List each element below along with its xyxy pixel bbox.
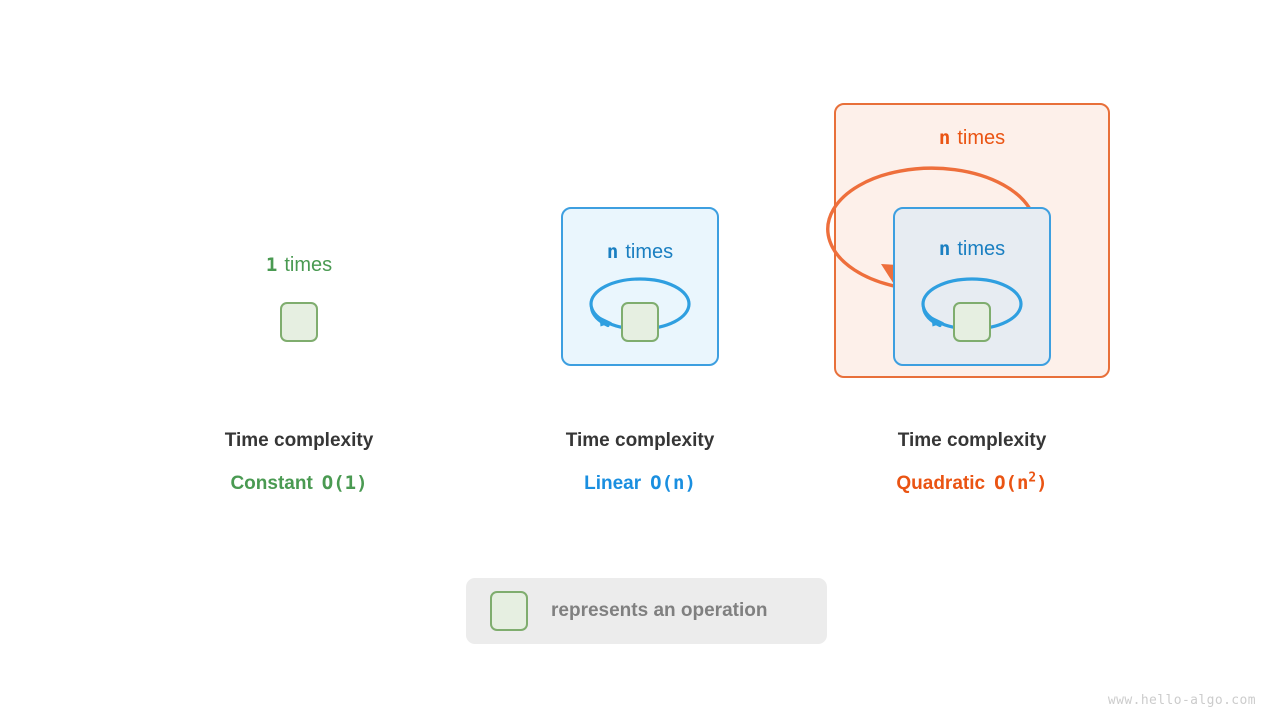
constant-loop-word: times [284,254,333,276]
complexity-name: Quadratic [896,473,986,494]
linear-loop-frame [561,207,719,366]
complexity-name: Linear [584,473,642,494]
caption-title: Time complexity [224,430,374,451]
operation-box-swatch [490,591,528,631]
operation-box [280,302,318,342]
caption-value: Linear O(n) [566,472,715,494]
caption-quadratic: Time complexity Quadratic O(n2) [896,431,1047,493]
quadratic-outer-loop-count: n [938,127,951,149]
complexity-bigo: O(n2) [994,472,1048,494]
linear-loop-count: n [606,241,619,263]
complexity-bigo-close: ) [1036,472,1048,494]
linear-loop-word: times [625,241,674,263]
complexity-bigo: O(n) [650,472,696,494]
caption-title: Time complexity [565,430,715,451]
quadratic-inner-loop-count: n [938,238,951,260]
legend-label: represents an operation [551,600,768,621]
constant-loop-count: 1 [265,254,278,276]
complexity-bigo-open: O(n [994,472,1029,494]
caption-constant: Time complexity Constant O(1) [225,431,374,493]
operation-box [953,302,991,342]
complexity-bigo: O(1) [321,472,368,494]
operation-box [621,302,659,342]
complexity-bigo-exponent: 2 [1028,470,1037,486]
legend: represents an operation [466,578,827,644]
quadratic-outer-loop-word: times [957,127,1006,149]
caption-value: Constant O(1) [225,472,374,494]
watermark: www.hello-algo.com [1107,693,1256,708]
caption-title: Time complexity [897,430,1047,451]
caption-value: Quadratic O(n2) [896,472,1048,494]
complexity-name: Constant [230,473,313,494]
quadratic-inner-loop-word: times [957,238,1006,260]
constant-loop-label: 1 times [266,255,332,275]
quadratic-inner-loop-frame [893,207,1051,366]
caption-linear: Time complexity Linear O(n) [566,431,715,493]
